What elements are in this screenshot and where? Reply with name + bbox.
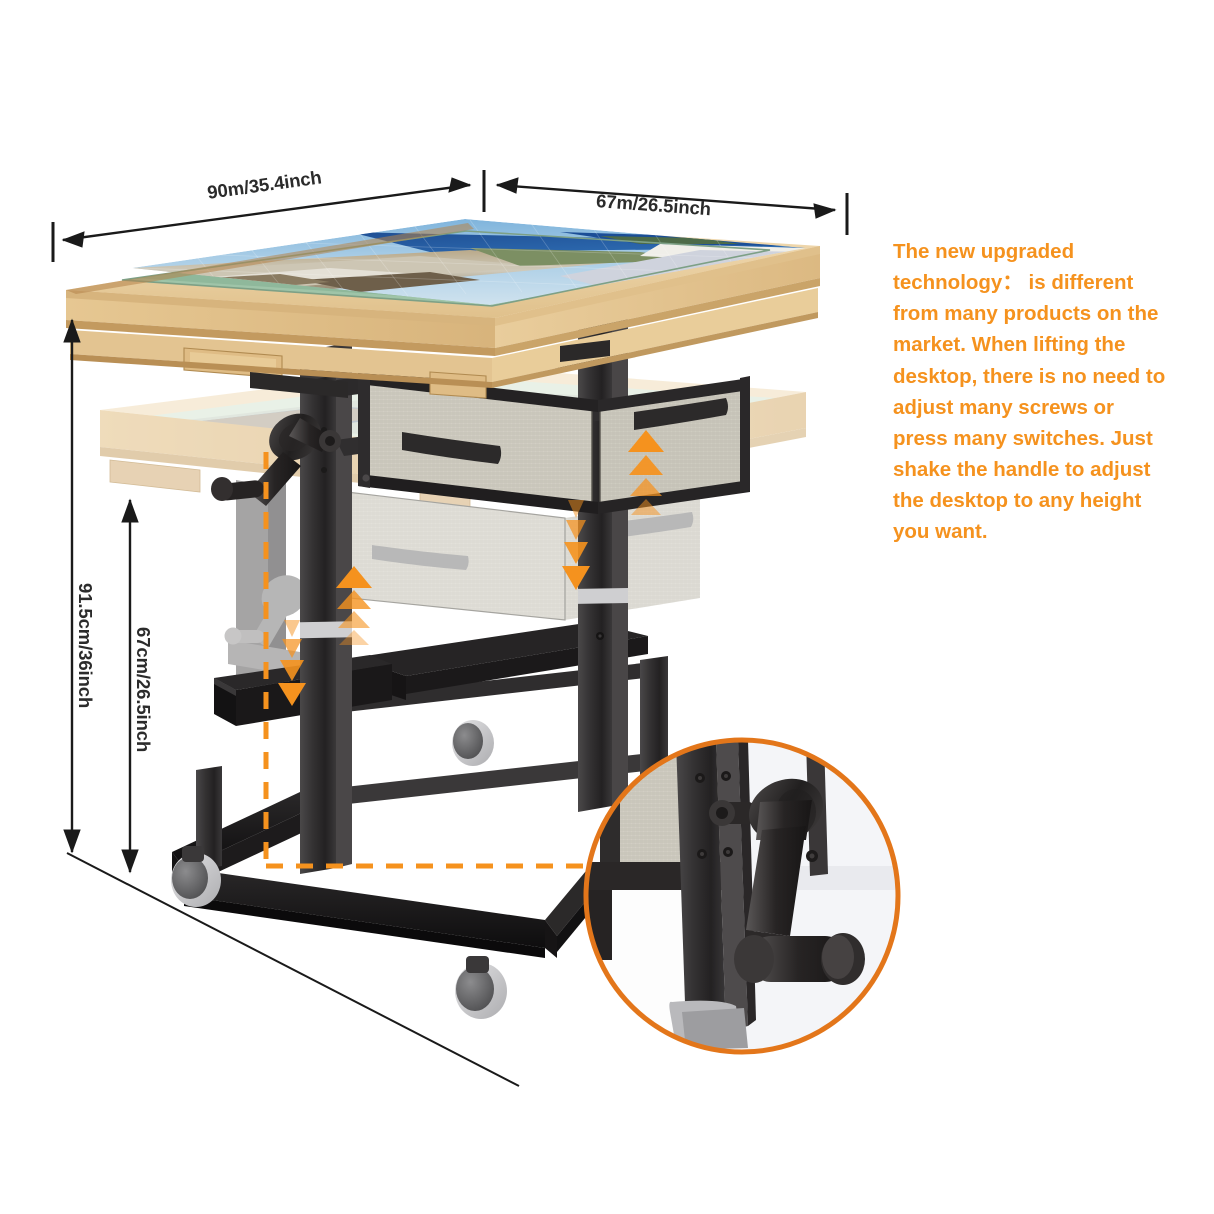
crank-handle[interactable] xyxy=(211,404,341,506)
caster-wheel xyxy=(455,956,507,1019)
down-arrow-group xyxy=(562,500,590,590)
caster-wheel xyxy=(171,846,221,907)
up-arrow-group xyxy=(628,430,664,515)
ground-perspective-line xyxy=(66,852,520,1087)
dimension-label-height-inner: 67cm/26.5inch xyxy=(133,627,154,753)
down-arrow-group xyxy=(278,620,306,706)
feature-description-text: The new upgraded technology： is differen… xyxy=(893,240,1166,544)
desktop-board xyxy=(66,219,820,399)
dimension-label-height-outer: 91.5cm/36inch xyxy=(75,583,96,709)
up-arrow-group xyxy=(336,566,372,645)
dimension-lines xyxy=(51,170,849,874)
caster-wheel xyxy=(452,720,494,766)
detail-leader-line xyxy=(263,452,590,869)
crank-detail-callout xyxy=(583,737,901,1055)
